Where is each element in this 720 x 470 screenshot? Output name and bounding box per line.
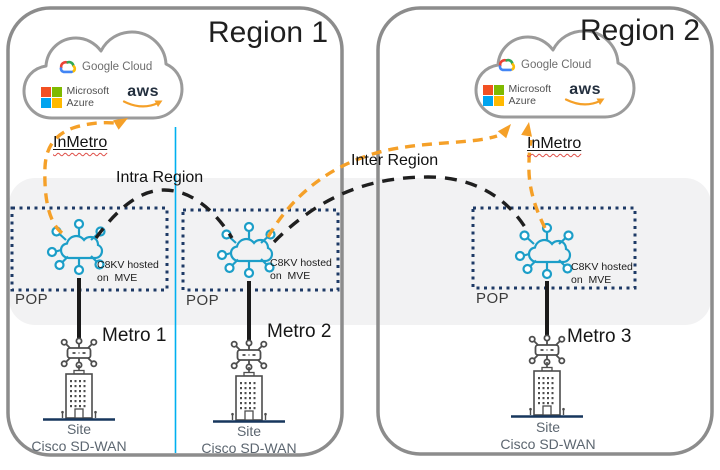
pop-box-2 bbox=[181, 208, 340, 292]
google-cloud-label: Google Cloud bbox=[82, 61, 153, 73]
inter-region-label: Inter Region bbox=[351, 152, 439, 169]
google-cloud-icon bbox=[498, 58, 516, 72]
region-1-border bbox=[6, 6, 344, 457]
inmetro-link-region1 bbox=[43, 120, 116, 235]
inter-region-link-orange bbox=[266, 134, 498, 238]
cloud1-google-row: Google Cloud bbox=[58, 59, 152, 75]
pop-label-2: POP bbox=[186, 292, 220, 309]
aws-label: aws bbox=[569, 81, 601, 98]
site-building-icon-3 bbox=[509, 360, 585, 418]
sdwan-router-icon-3 bbox=[528, 334, 566, 366]
aws-smile-icon bbox=[122, 100, 163, 108]
intra-region-link bbox=[94, 188, 234, 240]
site-building-icon-1 bbox=[41, 363, 117, 421]
pop-label-3: POP bbox=[476, 290, 510, 307]
region-2-border bbox=[376, 6, 714, 456]
inmetro-link-region2 bbox=[527, 139, 547, 229]
inter-region-link-black bbox=[272, 175, 530, 244]
cloud2-google-row: Google Cloud bbox=[497, 57, 591, 73]
sdwan-router-icon-2 bbox=[230, 339, 268, 371]
pop-box-1 bbox=[10, 206, 169, 292]
metro-band bbox=[9, 178, 711, 325]
site-building-icon-2 bbox=[211, 365, 287, 423]
region-1-title: Region 1 bbox=[208, 16, 329, 49]
metro-3-label: Metro 3 bbox=[567, 326, 632, 347]
microsoft-logo-icon bbox=[483, 85, 504, 106]
inmetro-label-region2: InMetro bbox=[527, 135, 582, 152]
aws-smile-icon bbox=[564, 98, 605, 106]
metro-1-label: Metro 1 bbox=[102, 325, 167, 346]
google-cloud-icon bbox=[59, 60, 77, 74]
aws-label: aws bbox=[127, 83, 159, 100]
google-cloud-label: Google Cloud bbox=[521, 59, 592, 71]
inter-region-arrowhead bbox=[497, 120, 516, 139]
intra-region-label: Intra Region bbox=[116, 169, 204, 186]
pop-box-3 bbox=[471, 206, 637, 290]
pop-label-1: POP bbox=[15, 291, 49, 308]
region-2-title: Region 2 bbox=[580, 14, 701, 47]
sdwan-router-icon-1 bbox=[60, 337, 98, 369]
metro-2-label: Metro 2 bbox=[267, 321, 332, 342]
aws-logo: aws bbox=[122, 83, 164, 110]
microsoft-logo-icon bbox=[41, 87, 62, 108]
aws-logo: aws bbox=[564, 81, 606, 108]
inmetro-label-region1: InMetro bbox=[53, 134, 108, 151]
